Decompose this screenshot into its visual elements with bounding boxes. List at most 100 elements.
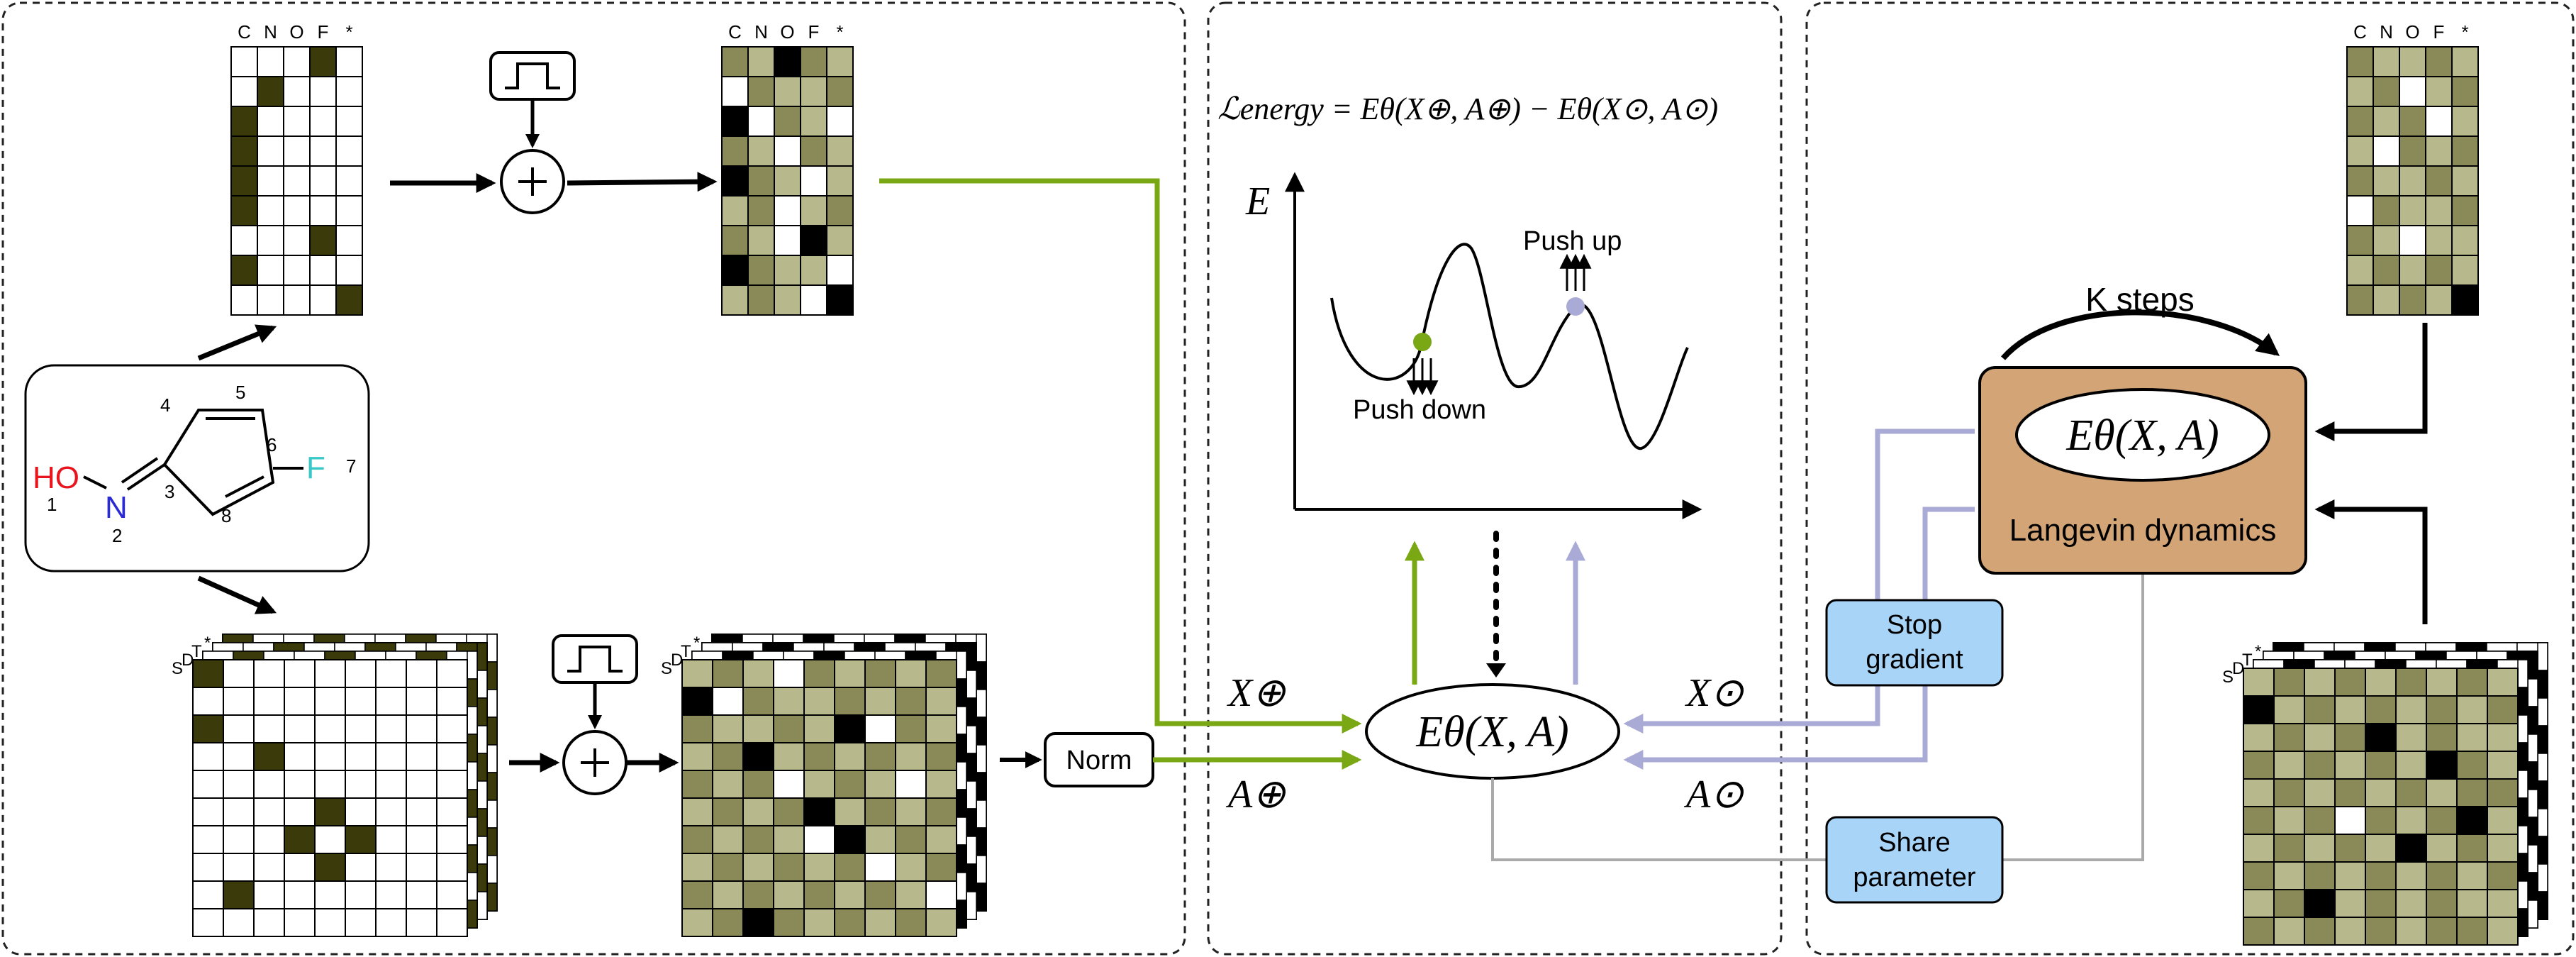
- grid-x-langevin-cell: [2346, 106, 2374, 137]
- grid-x-langevin-cell: [2425, 135, 2453, 167]
- grid-x-onehot-cell: [230, 135, 258, 167]
- grid-a-langevin-cell: [2426, 668, 2458, 697]
- grid-a-onehot-layer-edge: [313, 634, 345, 643]
- energy-node-label: Eθ(X, A): [1415, 708, 1568, 756]
- grid-a-langevin-layer-edge: [2344, 659, 2376, 669]
- energy-axis-label: E: [1245, 179, 1270, 223]
- grid-a-noisy-cell: [925, 687, 957, 716]
- grid-a-noisy-cell: [712, 714, 744, 743]
- norm-box: Norm: [1044, 732, 1154, 787]
- grid-a-noisy-cell: [834, 770, 866, 799]
- grid-a-noisy-cell: [742, 770, 774, 799]
- grid-a-noisy-cell: [712, 825, 744, 854]
- atom-column-label: O: [289, 21, 303, 43]
- norm-label: Norm: [1066, 746, 1132, 775]
- grid-a-langevin-cell: [2426, 751, 2458, 780]
- grid-a-langevin-layer-edge: [2527, 900, 2538, 929]
- grid-x-langevin-cell: [2451, 106, 2479, 137]
- grid-a-noisy-cell: [742, 880, 774, 909]
- grid-x-noisy-cell: [774, 165, 801, 197]
- grid-a-langevin-layer-edge: [2314, 659, 2346, 669]
- grid-x-onehot-cell: [230, 225, 258, 256]
- grid-x-noisy-cell: [747, 225, 775, 256]
- grid-a-langevin-layer-edge: [2293, 651, 2325, 660]
- grid-a-langevin-cell: [2273, 778, 2305, 807]
- grid-a-onehot-cell: [314, 908, 346, 937]
- grid-x-noisy-cell: [747, 46, 775, 77]
- grid-x-onehot-cell: [335, 284, 363, 316]
- grid-x-onehot-cell: [230, 195, 258, 226]
- grid-a-langevin-cell: [2487, 751, 2519, 780]
- grid-a-langevin-layer-edge: [2537, 697, 2548, 726]
- bond-type-label: T: [191, 642, 202, 661]
- grid-x-noisy-cell: [721, 255, 749, 286]
- grid-x-noisy-cell: [800, 225, 827, 256]
- grid-x-langevin-cell: [2346, 46, 2374, 77]
- grid-a-onehot-cell: [436, 908, 468, 937]
- grid-x-noisy-cell: [721, 195, 749, 226]
- grid-a-langevin-cell: [2365, 751, 2397, 780]
- grid-a-noisy-cell: [773, 742, 805, 771]
- grid-a-onehot-cell: [345, 742, 377, 771]
- grid-x-langevin-cell: [2399, 225, 2426, 256]
- push-down-label: Push down: [1353, 395, 1486, 425]
- grid-a-langevin-cell: [2304, 861, 2336, 890]
- grid-a-langevin-cell: [2334, 723, 2366, 752]
- grid-x-noisy-cell: [826, 46, 854, 77]
- grid-a-noisy-layer-edge: [966, 863, 977, 892]
- grid-a-onehot-layer-edge: [486, 883, 498, 912]
- grid-x-onehot-cell: [283, 225, 311, 256]
- atom-index-6: 6: [267, 434, 277, 455]
- grid-a-langevin-layer-edge: [2527, 872, 2538, 901]
- grid-x-onehot-cell: [309, 46, 337, 77]
- atom-index-1: 1: [47, 494, 57, 515]
- grid-x-onehot-cell: [335, 195, 363, 226]
- stop-gradient-box: Stop gradient: [1825, 599, 2004, 687]
- grid-a-noisy-layer-edge: [783, 651, 815, 660]
- grid-a-langevin-cell: [2304, 751, 2336, 780]
- grid-x-noisy-cell: [826, 135, 854, 167]
- plus-node-bottom: [562, 730, 628, 795]
- grid-a-noisy-cell: [742, 742, 774, 771]
- grid-a-noisy-cell: [773, 880, 805, 909]
- grid-a-noisy-cell: [681, 742, 713, 771]
- grid-x-onehot-cell: [283, 165, 311, 197]
- grid-a-onehot-cell: [406, 880, 437, 909]
- grid-x-onehot-cell: [309, 135, 337, 167]
- grid-a-noisy-cell: [773, 770, 805, 799]
- grid-a-noisy-cell: [864, 880, 896, 909]
- grid-a-langevin-cell: [2243, 668, 2275, 697]
- bond-type-label: D: [671, 651, 683, 670]
- grid-a-noisy-layer-edge: [884, 642, 916, 652]
- grid-a-onehot-layer-edge: [486, 717, 498, 746]
- grid-a-langevin-cell: [2365, 723, 2397, 752]
- grid-a-onehot-cell: [406, 742, 437, 771]
- grid-x-noisy-cell: [800, 106, 827, 137]
- grid-x-langevin-cell: [2373, 76, 2400, 107]
- grid-a-onehot-layer-edge: [467, 761, 478, 790]
- grid-a-onehot-cell: [406, 770, 437, 799]
- grid-a-noisy-cell: [803, 714, 835, 743]
- atom-column-label: F: [2433, 21, 2445, 43]
- grid-a-onehot-cell: [223, 687, 255, 716]
- atom-column-label: O: [2405, 21, 2419, 43]
- grid-a-langevin-layer-edge: [2537, 670, 2548, 699]
- grid-a-onehot-cell: [406, 687, 437, 716]
- grid-x-onehot-cell: [257, 135, 284, 167]
- grid-x-noisy-cell: [774, 135, 801, 167]
- grid-a-onehot-layer-edge: [364, 642, 396, 652]
- arrow-plus-to-xnoisy: [567, 172, 718, 192]
- bond-type-label: *: [693, 634, 700, 653]
- grid-a-onehot-layer-edge: [395, 642, 427, 652]
- grid-a-langevin-cell: [2456, 889, 2488, 918]
- arrow-xplus-to-energy: [879, 178, 1362, 734]
- grid-a-langevin-cell: [2487, 917, 2519, 946]
- grid-a-onehot-cell: [223, 908, 255, 937]
- grid-a-noisy-layer-edge: [752, 651, 784, 660]
- push-down-point: [1413, 333, 1432, 351]
- dotted-arrow-head: [1486, 663, 1506, 677]
- grid-a-langevin-layer-edge: [2517, 714, 2528, 743]
- grid-a-onehot-layer-edge: [476, 836, 488, 865]
- grid-a-noisy-layer-edge: [772, 634, 804, 643]
